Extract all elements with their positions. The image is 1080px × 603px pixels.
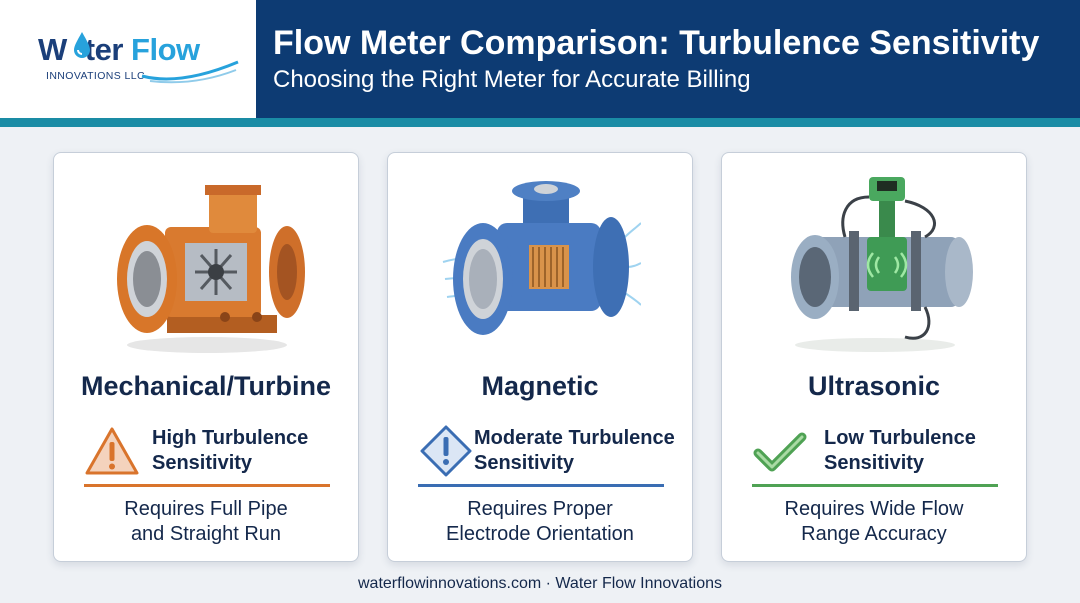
water-drop-icon [74, 32, 90, 58]
header-divider [0, 118, 1080, 127]
checkmark-icon [753, 432, 807, 472]
warning-triangle-icon [85, 427, 139, 475]
turbine-meter-image [117, 185, 305, 353]
page-subtitle: Choosing the Right Meter for Accurate Bi… [273, 66, 751, 93]
logo-subtitle: INNOVATIONS LLC [46, 70, 145, 82]
accent-divider [752, 484, 998, 487]
page-title: Flow Meter Comparison: Turbulence Sensit… [273, 24, 1040, 62]
accent-divider [418, 484, 664, 487]
card-title: Ultrasonic [807, 371, 941, 401]
requirement-text: Requires Full Pipe and Straight Run [124, 498, 288, 545]
exclamation-diamond-icon [420, 425, 472, 477]
requirement-text: Requires Proper Electrode Orientation [446, 498, 634, 545]
card-title: Magnetic [481, 371, 599, 401]
requirement-text: Requires Wide Flow Range Accuracy [784, 498, 964, 545]
wave-icon [141, 60, 239, 84]
footer-text[interactable]: waterflowinnovations.com · Water Flow In… [358, 575, 722, 592]
accent-divider [84, 484, 330, 487]
ultrasonic-meter-image [791, 177, 973, 352]
card-title: Mechanical/Turbine [80, 371, 332, 401]
magnetic-meter-image [442, 181, 641, 335]
